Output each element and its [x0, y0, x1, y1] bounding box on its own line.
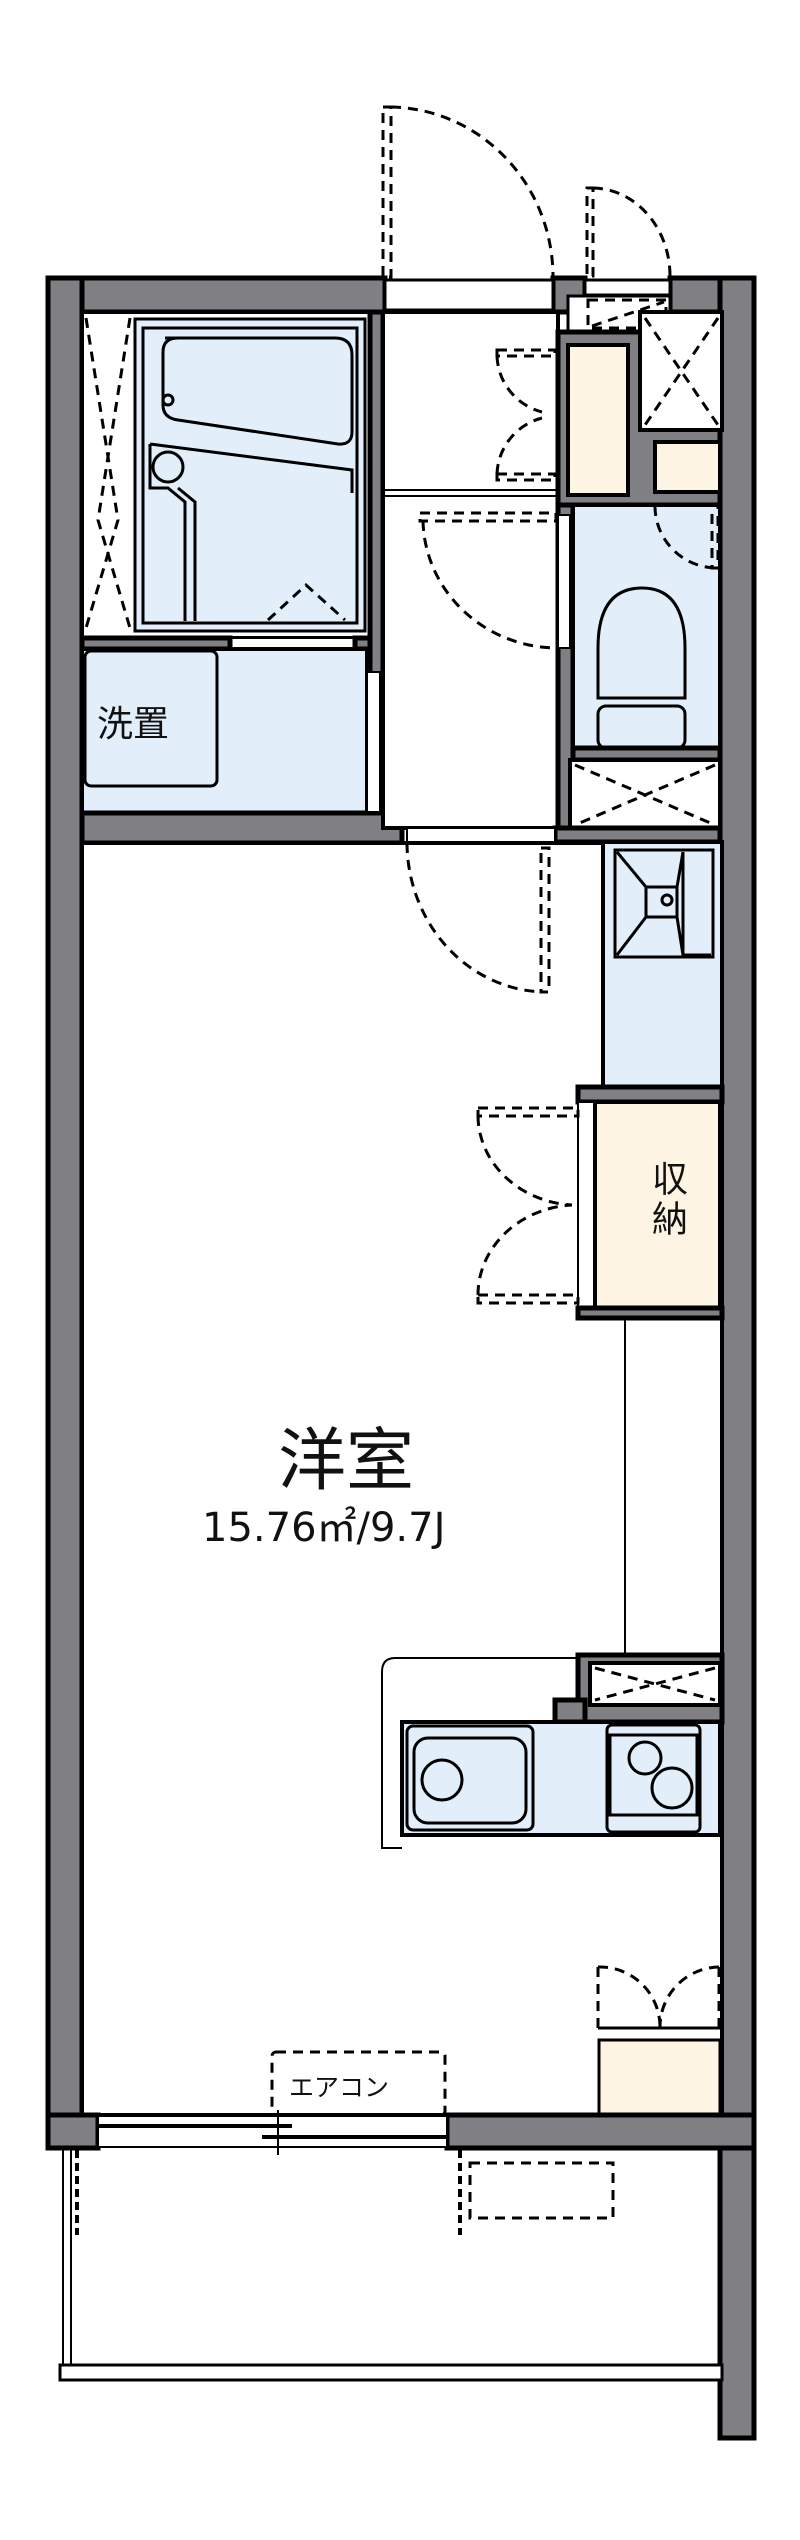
wall-bottom-right — [444, 2112, 757, 2151]
burner-1 — [627, 1740, 663, 1776]
bathtub — [161, 336, 354, 446]
fridge-space — [597, 2038, 722, 2117]
stove — [605, 1723, 702, 1834]
sink-drain — [420, 1758, 464, 1802]
storage-door-upper[interactable] — [476, 1106, 580, 1118]
pipe-space-kitchen — [588, 1661, 722, 1707]
small-storage — [653, 440, 722, 494]
burner-2 — [650, 1766, 694, 1810]
main-room-label: 洋室 — [278, 1422, 415, 1501]
washbasin-counter — [601, 840, 724, 1089]
storage-closet — [593, 1100, 722, 1310]
wall-hall-bottom-right — [552, 825, 723, 845]
main-room-area: 15.76㎡/9.7J — [202, 1505, 446, 1551]
laundry-door-frame — [366, 671, 381, 813]
shower-drain — [151, 450, 185, 484]
pipe-space-upper — [638, 310, 724, 432]
washbasin — [613, 848, 715, 959]
bath-door-dashed — [266, 582, 347, 622]
unit-bath-inner — [141, 326, 359, 625]
pipe-space-lower-x — [574, 763, 716, 827]
laundry-label: 洗置 — [97, 704, 170, 745]
wall-bottom-left — [45, 2112, 101, 2151]
shoe-cabinet — [566, 343, 630, 497]
entry-threshold — [383, 278, 555, 312]
wall-storage-bottom — [575, 1305, 725, 1321]
toilet-bowl — [596, 586, 687, 700]
washbasin-drain — [660, 893, 674, 907]
meter-door-swing — [592, 186, 672, 277]
sliding-window[interactable] — [97, 2115, 448, 2148]
bath-vent — [229, 637, 356, 649]
wall-right — [717, 275, 757, 2441]
room-door-swing — [405, 842, 546, 994]
entry-door-swing — [390, 105, 555, 279]
counter-outline — [381, 1657, 577, 1849]
wall-laundry-bottom — [79, 810, 405, 846]
toilet-door-swing — [421, 520, 557, 650]
toilet-room — [571, 503, 722, 750]
balcony-railing-bottom — [58, 2363, 724, 2382]
toilet-small-door-swing — [653, 505, 718, 570]
pipe-space-kitchen-x — [594, 1666, 716, 1702]
meter-box-opening — [583, 278, 672, 297]
kitchen-sink — [405, 1724, 535, 1832]
meter-door-leaf[interactable] — [585, 186, 595, 278]
pipe-space-upper-x — [643, 317, 720, 426]
bath-door-folding — [84, 317, 132, 629]
shower-area — [148, 442, 354, 621]
room-door-threshold — [406, 827, 556, 844]
shoe-cabinet-door-lower[interactable] — [495, 472, 557, 482]
shoe-cabinet-door-upper[interactable] — [495, 348, 557, 358]
storage-label: 収納 — [646, 1160, 687, 1240]
aircon-label: エアコン — [289, 2073, 390, 2102]
hallway — [381, 310, 560, 830]
washer-pan — [83, 649, 219, 788]
storage-door-track — [577, 1101, 596, 1309]
wall-top-left — [45, 275, 388, 315]
toilet-door-frame — [557, 514, 571, 649]
wall-storage-top — [575, 1084, 725, 1105]
entry-door-leaf[interactable] — [381, 105, 393, 279]
outdoor-unit — [468, 2161, 615, 2220]
meter-box-diagonal — [591, 300, 665, 328]
storage-door-lower[interactable] — [476, 1293, 580, 1305]
bathtub-drain — [161, 393, 175, 407]
wall-left — [45, 275, 85, 2151]
